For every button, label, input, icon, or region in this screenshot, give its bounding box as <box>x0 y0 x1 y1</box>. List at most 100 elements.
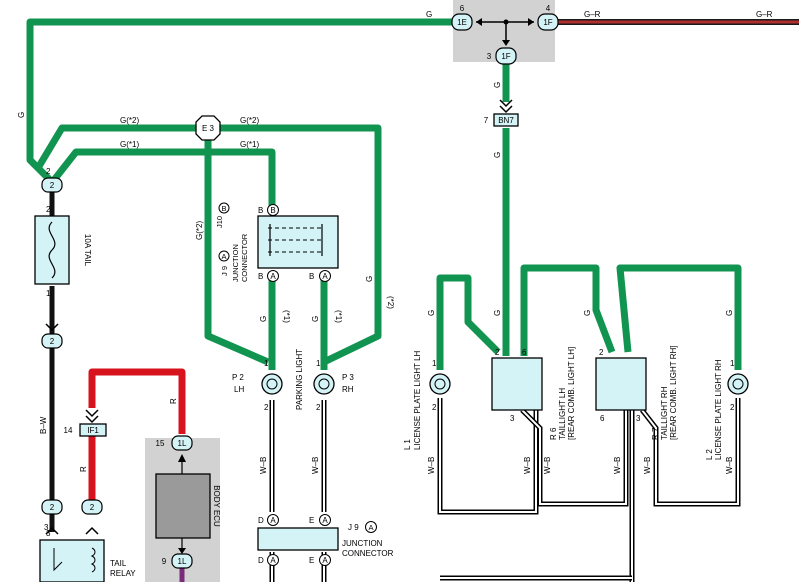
svg-text:B–W: B–W <box>39 416 48 434</box>
svg-text:P 3: P 3 <box>342 373 354 382</box>
svg-text:A: A <box>270 272 276 281</box>
svg-text:G: G <box>259 316 268 322</box>
svg-text:B: B <box>309 272 314 281</box>
svg-text:TAILLIGHT LH: TAILLIGHT LH <box>558 388 567 440</box>
svg-text:J10: J10 <box>215 216 224 228</box>
svg-text:LICENSE PLATE LIGHT LH: LICENSE PLATE LIGHT LH <box>413 350 422 450</box>
svg-text:9: 9 <box>162 557 167 566</box>
svg-text:G–R: G–R <box>756 10 773 19</box>
svg-text:W–B: W–B <box>643 457 652 474</box>
svg-text:1F: 1F <box>501 52 510 61</box>
svg-text:G: G <box>493 152 502 158</box>
svg-text:3: 3 <box>510 414 515 423</box>
svg-text:R 7: R 7 <box>651 427 660 440</box>
svg-text:2: 2 <box>46 167 51 176</box>
svg-text:1E: 1E <box>457 18 467 27</box>
svg-text:W–B: W–B <box>543 457 552 474</box>
junction-connector-bottom: D A E A D A E A <box>257 514 339 566</box>
svg-text:P 2: P 2 <box>232 373 244 382</box>
svg-text:2: 2 <box>599 348 604 357</box>
svg-text:G: G <box>365 276 374 282</box>
svg-text:A: A <box>270 516 276 525</box>
chevron-up-icon <box>85 526 99 535</box>
svg-text:7: 7 <box>484 116 489 125</box>
svg-text:2: 2 <box>90 503 95 512</box>
svg-text:B: B <box>270 206 275 215</box>
svg-text:1: 1 <box>432 359 437 368</box>
svg-text:G: G <box>426 10 432 19</box>
svg-text:G: G <box>493 310 502 316</box>
taillight-rh: 2 6 3 R 7 TAILLIGHT RH [REAR COMB. LIGHT… <box>595 345 678 440</box>
svg-text:14: 14 <box>64 426 73 435</box>
svg-text:1: 1 <box>46 289 51 298</box>
svg-text:J 9: J 9 <box>348 523 359 532</box>
connector-relay-b: 2 <box>81 499 103 515</box>
wire-rear-right <box>616 264 742 370</box>
parking-light-rh: 1 2 P 3 RH <box>313 359 354 412</box>
wire-e3-inner <box>51 148 276 208</box>
svg-text:LICENSE PLATE LIGHT RH: LICENSE PLATE LIGHT RH <box>714 359 723 460</box>
svg-text:3: 3 <box>636 414 641 423</box>
connector-fuse-top: 2 <box>41 177 63 193</box>
wire-e3-right-outer <box>220 124 382 366</box>
svg-text:1: 1 <box>316 359 321 368</box>
svg-text:3: 3 <box>46 529 51 538</box>
svg-text:(*1): (*1) <box>282 310 291 323</box>
svg-text:A: A <box>270 556 276 565</box>
green-wires <box>26 18 742 370</box>
tail-relay: 3 TAIL RELAY <box>39 529 136 582</box>
svg-text:JUNCTION: JUNCTION <box>231 244 240 282</box>
connector-if1: IF1 14 <box>64 423 107 437</box>
taillight-lh: 2 6 3 R 6 TAILLIGHT LH [REAR COMB. LIGHT… <box>491 347 576 440</box>
svg-text:6: 6 <box>522 348 527 357</box>
svg-text:BN7: BN7 <box>498 116 514 125</box>
svg-text:A: A <box>322 272 328 281</box>
svg-text:1L: 1L <box>178 557 187 566</box>
svg-text:J 9: J 9 <box>220 266 229 276</box>
connector-bn7: BN7 7 <box>484 113 519 127</box>
svg-text:3: 3 <box>487 52 492 61</box>
svg-text:CONNECTOR: CONNECTOR <box>342 549 394 558</box>
fuse-icon <box>48 221 56 279</box>
svg-text:G: G <box>725 310 734 316</box>
svg-text:E: E <box>309 556 314 565</box>
j9-bot-pin <box>365 521 377 533</box>
svg-text:W–B: W–B <box>613 457 622 474</box>
svg-text:2: 2 <box>50 337 55 346</box>
wire-rear-mid <box>520 264 616 356</box>
svg-text:6: 6 <box>460 4 465 13</box>
svg-text:[REAR COMB. LIGHT RH]: [REAR COMB. LIGHT RH] <box>669 345 678 440</box>
svg-text:1: 1 <box>730 359 735 368</box>
svg-text:4: 4 <box>546 4 551 13</box>
svg-text:2: 2 <box>50 181 55 190</box>
svg-text:G: G <box>311 316 320 322</box>
wire-top-g <box>26 18 453 185</box>
svg-text:G(*1): G(*1) <box>240 140 259 149</box>
svg-text:G(*2): G(*2) <box>195 221 204 240</box>
svg-text:R: R <box>79 466 88 472</box>
svg-text:2: 2 <box>316 403 321 412</box>
svg-text:G: G <box>17 112 26 118</box>
svg-text:1: 1 <box>264 359 269 368</box>
svg-text:E 3: E 3 <box>202 124 215 133</box>
chevron-down-icon <box>85 409 99 424</box>
wire-e3-left-down <box>204 140 270 366</box>
chevron-up-icon <box>45 526 59 535</box>
svg-text:PARKING LIGHT: PARKING LIGHT <box>295 349 304 410</box>
connector-e3: E 3 <box>195 115 221 141</box>
junction-connector-top: B B B A B A <box>257 204 339 282</box>
svg-text:G(*1): G(*1) <box>120 140 139 149</box>
chevron-down-icon <box>499 99 513 114</box>
license-plate-light-rh: 1 2 L 2 LICENSE PLATE LIGHT RH <box>705 359 749 460</box>
wire-labels: G G–R G–R G G G G(*2) G(*2) G(*1) G(*1) … <box>17 10 773 474</box>
svg-text:2: 2 <box>730 403 735 412</box>
svg-text:(*2): (*2) <box>386 296 395 309</box>
svg-text:E: E <box>309 516 314 525</box>
svg-text:D: D <box>258 556 264 565</box>
svg-text:10A TAIL: 10A TAIL <box>83 234 92 267</box>
svg-text:LH: LH <box>234 385 244 394</box>
svg-text:2: 2 <box>432 403 437 412</box>
svg-text:G(*2): G(*2) <box>120 116 139 125</box>
svg-text:2: 2 <box>50 503 55 512</box>
